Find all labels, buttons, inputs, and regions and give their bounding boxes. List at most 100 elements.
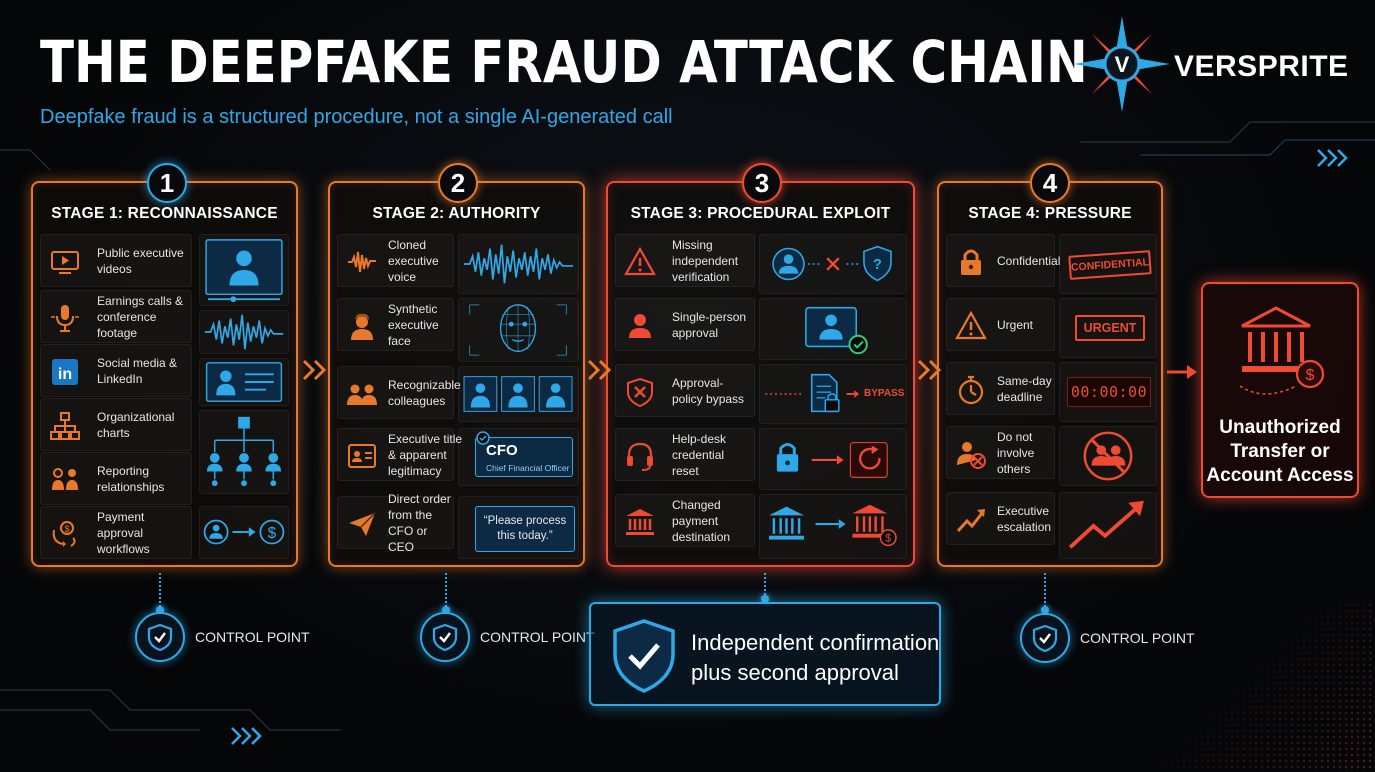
primary-control-text: Independent confirmation plus second app… — [691, 628, 939, 688]
shield-check-icon — [613, 619, 675, 693]
outcome-text: Unauthorized Transfer or Account Access — [1203, 416, 1357, 488]
linkedin-icon: in — [52, 359, 78, 385]
no-verification-visual: ? — [759, 234, 907, 294]
stage-1-card: 1 STAGE 1: RECONNAISSANCE Public executi… — [31, 163, 298, 567]
escalation-visual — [1059, 492, 1157, 559]
order-quote: “Please process this today.” — [475, 506, 575, 552]
blocked-icon — [627, 377, 653, 408]
people-icon — [52, 468, 78, 490]
stage-4-row: Same-day deadline — [946, 362, 1055, 415]
cfo-badge-subtitle: Chief Financial Officer — [486, 463, 570, 473]
stage-1-row: Organizational charts — [40, 398, 192, 451]
row-label: Executive title & apparent legitimacy — [388, 431, 463, 478]
credential-reset-visual — [759, 428, 907, 490]
chevron-right-icon — [587, 359, 612, 381]
colleague-tiles-icon — [463, 376, 573, 412]
row-label: Payment approval workflows — [97, 509, 150, 556]
connector-line — [445, 573, 447, 611]
prohibited-people-icon — [1083, 431, 1133, 481]
versprite-logo: V VERSPRITE — [1072, 14, 1362, 114]
page-title: THE DEEPFAKE FRAUD ATTACK CHAIN — [40, 28, 1088, 96]
stage-4-title: STAGE 4: PRESSURE — [968, 205, 1132, 222]
warning-icon — [624, 246, 656, 276]
stage-1-row: Earnings calls & conference footage — [40, 290, 192, 343]
row-label: Reporting relationships — [97, 463, 165, 494]
row-label: Missing independent verification — [672, 237, 739, 284]
stage-4-card: 4 STAGE 4: PRESSURE Confidential Urgent … — [937, 163, 1163, 567]
stage-3-row: Help-desk credential reset — [615, 428, 755, 481]
stage-4-row: Executive escalation — [946, 492, 1055, 545]
arrow-right-icon — [1167, 365, 1197, 379]
verified-check-icon — [476, 431, 490, 445]
urgent-stamp: URGENT — [1075, 315, 1145, 341]
red-dot-pattern — [1145, 602, 1375, 772]
stage-2-row: Direct order from the CFO or CEO — [337, 491, 454, 554]
outcome-line-2: Transfer or — [1230, 441, 1330, 462]
row-label: Single-person approval — [672, 309, 747, 340]
row-label: Changed payment destination — [672, 497, 731, 544]
stage-3-row: Single-person approval — [615, 298, 755, 351]
compromised-bank-icon: $ — [1239, 306, 1325, 395]
outcome-line-1: Unauthorized — [1219, 417, 1341, 438]
stage-3-card: 3 STAGE 3: PROCEDURAL EXPLOIT Missing in… — [606, 163, 915, 567]
stage-2-card: 2 STAGE 2: AUTHORITY Cloned executive vo… — [328, 163, 585, 567]
payment-cycle-icon: $ — [52, 521, 76, 547]
svg-text:$: $ — [1306, 367, 1315, 384]
primary-control-line-1: Independent confirmation — [691, 630, 940, 655]
warning-icon — [955, 310, 987, 340]
cfo-badge-visual: CFO Chief Financial Officer — [458, 428, 579, 486]
circuit-lines-top-right — [1080, 121, 1375, 167]
colleagues-icon — [347, 384, 377, 405]
control-point-2: CONTROL POINT — [420, 612, 595, 662]
sound-wave-icon — [348, 251, 376, 273]
org-chart-icon — [50, 412, 80, 440]
paper-plane-icon — [349, 512, 376, 536]
colleague-tiles — [458, 366, 579, 422]
row-label: Same-day deadline — [997, 373, 1052, 404]
connector-line — [159, 573, 161, 611]
confidential-stamp: CONFIDENTIAL — [1068, 250, 1152, 280]
primary-control-point: Independent confirmation plus second app… — [589, 602, 941, 706]
id-badge-icon — [348, 444, 376, 468]
hierarchy-graphic — [199, 410, 289, 494]
primary-control-line-2: plus second approval — [691, 660, 899, 685]
stage-3-number: 3 — [742, 163, 782, 203]
lock-reset-icon — [776, 441, 888, 478]
payment-flow-graphic: $ — [199, 506, 289, 559]
stage-1-number: 1 — [147, 163, 187, 203]
stage-4-row: Urgent — [946, 298, 1055, 351]
bank-icon — [626, 509, 654, 535]
changed-destination-visual: $ — [759, 494, 907, 559]
row-label: Urgent — [997, 317, 1034, 332]
confidential-stamp-visual: CONFIDENTIAL — [1059, 234, 1157, 294]
chevron-right-icon — [917, 359, 942, 381]
row-label: Organizational charts — [97, 409, 175, 440]
row-label: Social media & LinkedIn — [97, 355, 178, 386]
connector-line — [1044, 573, 1046, 611]
bypass-tag: BYPASS — [864, 388, 905, 399]
stage-2-number: 2 — [438, 163, 478, 203]
stage-4-row: Do not involve others — [946, 426, 1055, 479]
escalation-chart-icon — [1068, 500, 1144, 549]
stage-3-row: Missing independent verification — [615, 234, 755, 287]
connector-line — [764, 573, 766, 595]
svg-text:$: $ — [64, 524, 69, 534]
row-label: Executive escalation — [997, 503, 1052, 534]
stage-1-title: STAGE 1: RECONNAISSANCE — [51, 205, 278, 222]
stage-2-row: Executive title & apparent legitimacy — [337, 428, 462, 481]
cfo-badge: CFO Chief Financial Officer — [475, 431, 573, 477]
chevron-right-icon — [302, 359, 327, 381]
video-player-icon — [51, 251, 79, 274]
video-thumbnail — [199, 234, 289, 306]
control-point-label: CONTROL POINT — [480, 629, 595, 645]
logo-text: VERSPRITE — [1174, 50, 1349, 83]
control-point-4: CONTROL POINT — [1020, 613, 1195, 663]
row-label: Cloned executive voice — [388, 237, 439, 284]
row-label: Direct order from the CFO or CEO — [388, 491, 451, 554]
row-label: Public executive videos — [97, 245, 184, 276]
microphone-icon — [51, 305, 79, 332]
stage-3-row: Approval-policy bypass — [615, 364, 755, 417]
stopwatch-icon — [958, 375, 984, 405]
headset-icon — [627, 442, 653, 471]
